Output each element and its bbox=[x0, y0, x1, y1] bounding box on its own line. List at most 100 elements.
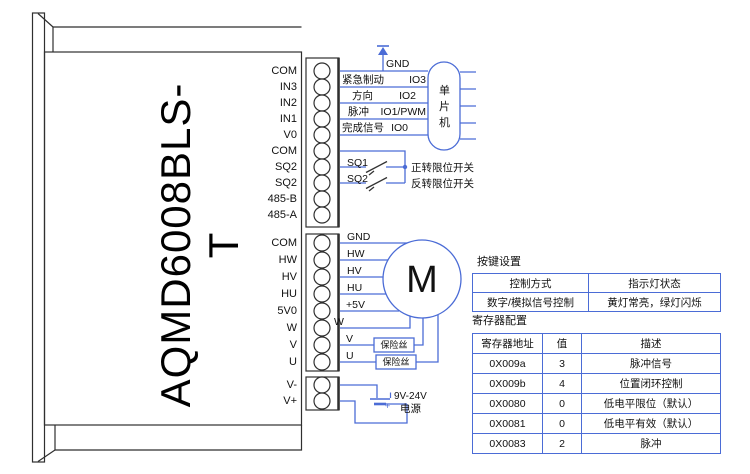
pin-label-b2-com: COM bbox=[271, 237, 297, 249]
pin-label-in3: IN3 bbox=[279, 81, 297, 93]
device-name: AQMD6008BLS-T bbox=[152, 82, 247, 408]
table-row: 数字/模拟信号控制 黄灯常亮，绿灯闪烁 bbox=[472, 292, 721, 312]
io0-pin-label: IO0 bbox=[391, 122, 408, 134]
fuse-u-label: 保险丝 bbox=[382, 357, 410, 367]
io3-signal-label: 紧急制动 bbox=[342, 74, 384, 86]
top-flange bbox=[52, 26, 302, 52]
reg-header-value: 值 bbox=[542, 333, 582, 354]
motor-hv-label: HV bbox=[347, 265, 362, 277]
pin-label-hw: HW bbox=[278, 254, 297, 266]
mcu-label: 单片机 bbox=[439, 85, 450, 129]
keys-header-control: 控制方式 bbox=[472, 273, 589, 293]
device-outline bbox=[31, 12, 303, 463]
keys-cell-control: 数字/模拟信号控制 bbox=[472, 292, 589, 312]
pin-label-v0: V0 bbox=[283, 129, 297, 141]
reg-value: 0 bbox=[542, 413, 582, 434]
sq2-label: SQ2 bbox=[347, 173, 369, 185]
pin-label-com2: COM bbox=[271, 145, 297, 157]
pin-label-b1-com: COM bbox=[271, 65, 297, 77]
io1-pin-label: IO1/PWM bbox=[380, 106, 426, 118]
motor-u-label: U bbox=[346, 350, 354, 362]
fuse-u-box bbox=[375, 354, 417, 370]
gnd-label: GND bbox=[386, 58, 410, 70]
reg-desc: 脉冲 bbox=[581, 433, 721, 454]
reg-value: 0 bbox=[542, 393, 582, 414]
key-settings-title: 按键设置 bbox=[477, 256, 521, 268]
reg-desc: 脉冲信号 bbox=[581, 353, 721, 374]
sq1-label: SQ1 bbox=[347, 157, 369, 169]
pin-label-v: V bbox=[289, 339, 297, 351]
motor-v-label: V bbox=[346, 333, 354, 345]
io-line-io0: 完成信号 IO0 bbox=[342, 122, 426, 134]
io-line-io2: 方向 IO2 bbox=[342, 90, 426, 102]
reg-value: 2 bbox=[542, 433, 582, 454]
motor-circle bbox=[382, 239, 462, 319]
register-config-table: 寄存器地址 值 描述 0X009a 3 脉冲信号 0X009b 4 位置闭环控制… bbox=[472, 333, 721, 454]
pin-label-vminus: V- bbox=[286, 379, 297, 391]
motor-5v-label: +5V bbox=[346, 299, 365, 311]
sq1-desc-label: 正转限位开关 bbox=[411, 162, 474, 174]
power-voltage-label: 9V-24V bbox=[394, 391, 427, 402]
limit-switch-circuit bbox=[340, 150, 408, 192]
mounting-bracket bbox=[31, 12, 46, 463]
pin-label-u: U bbox=[289, 356, 297, 368]
keys-header-indicator: 指示灯状态 bbox=[588, 273, 721, 293]
gnd-arrow-icon bbox=[378, 47, 388, 55]
pin-label-5v0: 5V0 bbox=[277, 305, 297, 317]
motor-symbol-label: M bbox=[406, 259, 438, 301]
reg-desc: 低电平限位（默认） bbox=[581, 393, 721, 414]
io3-pin-label: IO3 bbox=[409, 74, 426, 86]
terminal-blocks bbox=[305, 57, 340, 411]
mcu-stub-wires bbox=[460, 71, 476, 140]
power-label: 电源 bbox=[400, 403, 421, 415]
wire-w bbox=[340, 316, 411, 329]
io2-signal-label: 方向 bbox=[352, 90, 373, 102]
device-body bbox=[43, 51, 303, 426]
pin-label-sq2a: SQ2 bbox=[274, 161, 297, 173]
reg-addr: 0X0081 bbox=[472, 413, 543, 434]
sq2-desc-label: 反转限位开关 bbox=[411, 178, 474, 190]
pin-label-w: W bbox=[286, 322, 297, 334]
sq1-switch-tick bbox=[368, 170, 375, 176]
reg-addr: 0X009b bbox=[472, 373, 543, 394]
motor-hu-label: HU bbox=[347, 282, 363, 294]
table-row: 0X009a 3 脉冲信号 bbox=[472, 353, 721, 374]
wire-sq-common bbox=[340, 150, 406, 183]
table-row: 0X0080 0 低电平限位（默认） bbox=[472, 393, 721, 414]
reg-header-addr: 寄存器地址 bbox=[472, 333, 543, 354]
pin-label-hu: HU bbox=[281, 288, 297, 300]
io1-signal-label: 脉冲 bbox=[348, 106, 369, 118]
mcu-shape bbox=[427, 61, 461, 151]
wire-vminus bbox=[340, 384, 378, 398]
pin-label-vplus: V+ bbox=[283, 395, 297, 407]
keys-cell-indicator: 黄灯常亮，绿灯闪烁 bbox=[588, 292, 721, 312]
sq2-switch-icon bbox=[365, 176, 388, 190]
fuse-v-label: 保险丝 bbox=[380, 340, 408, 350]
pin-label-485b: 485-B bbox=[267, 193, 297, 205]
motor-w-label: W bbox=[334, 316, 344, 328]
fuse-v-box bbox=[373, 337, 415, 353]
pin-label-in2: IN2 bbox=[279, 97, 297, 109]
bracket-bottom-bevel bbox=[37, 449, 56, 462]
reg-desc: 低电平有效（默认） bbox=[581, 413, 721, 434]
motor-gnd-label: GND bbox=[347, 231, 371, 243]
wire-vplus bbox=[340, 400, 408, 424]
io2-pin-label: IO2 bbox=[399, 90, 416, 102]
battery-circuit bbox=[340, 384, 408, 424]
motor-hw-label: HW bbox=[347, 248, 365, 260]
junction-dot bbox=[402, 164, 408, 170]
io-line-io1: 脉冲 IO1/PWM bbox=[342, 106, 426, 118]
battery-plus-mark: + bbox=[385, 401, 391, 411]
sq2-switch-tick bbox=[368, 186, 375, 192]
reg-addr: 0X009a bbox=[472, 353, 543, 374]
table-row: 0X0083 2 脉冲 bbox=[472, 433, 721, 454]
io0-signal-label: 完成信号 bbox=[342, 122, 384, 134]
table-row: 0X0081 0 低电平有效（默认） bbox=[472, 413, 721, 434]
reg-addr: 0X0080 bbox=[472, 393, 543, 414]
bracket-top-bevel bbox=[37, 13, 54, 28]
motor-wires bbox=[340, 242, 439, 370]
reg-desc: 位置闭环控制 bbox=[581, 373, 721, 394]
pin-label-485a: 485-A bbox=[267, 209, 297, 221]
